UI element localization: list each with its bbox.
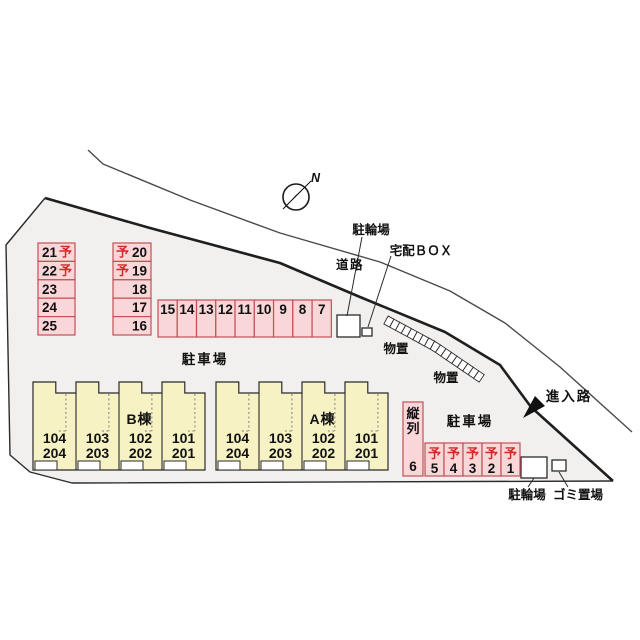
stall-number: 8 — [299, 302, 307, 317]
reserved-mark: 予 — [428, 446, 441, 461]
entrance-step — [77, 460, 101, 471]
north-compass: N — [282, 171, 321, 211]
parking-stall-7 — [311, 299, 332, 338]
label-parking-upper: 駐車場 — [182, 351, 229, 367]
reserved-mark: 予 — [59, 245, 72, 260]
entrance-step — [120, 460, 144, 471]
unit-number: 202 — [129, 445, 153, 461]
parking-stall-25 — [37, 316, 76, 336]
label-bicycle-top: 駐輪場 — [352, 222, 390, 237]
storage-cell — [473, 370, 485, 383]
stall-number: 5 — [431, 461, 439, 476]
label-parking-lower: 駐車場 — [447, 413, 494, 429]
reserved-mark: 予 — [447, 446, 460, 461]
stall-number: 10 — [256, 302, 271, 317]
reserved-mark: 予 — [116, 245, 129, 260]
unit-number: 102 — [129, 430, 153, 446]
unit-number: 101 — [355, 430, 379, 446]
building-name-label: A棟 — [309, 411, 335, 427]
stall-number: 3 — [469, 461, 477, 476]
stall-number: 13 — [199, 302, 215, 317]
unit-number: 202 — [312, 445, 336, 461]
entrance-step — [303, 460, 327, 471]
reserved-mark: 予 — [59, 263, 72, 278]
garbage-box — [551, 459, 567, 472]
tandem-label-char: 縦 — [406, 406, 420, 421]
unit-number: 204 — [43, 445, 67, 461]
stall-number: 12 — [218, 302, 233, 317]
tandem-label-char: 列 — [406, 421, 419, 436]
unit-number: 104 — [226, 430, 250, 446]
unit-number: 201 — [355, 445, 379, 461]
label-garbage: ゴミ置場 — [553, 487, 604, 502]
north-label: N — [311, 171, 321, 185]
stall-number: 1 — [507, 461, 515, 476]
label-delivery-box: 宅配ＢＯＸ — [390, 243, 453, 258]
stall-number: 9 — [279, 302, 287, 317]
unit-number: 101 — [172, 430, 196, 446]
reserved-mark: 予 — [485, 446, 498, 461]
stall-number: 11 — [238, 302, 253, 317]
stall-number: 2 — [488, 461, 496, 476]
label-bicycle-bottom: 駐輪場 — [508, 487, 546, 502]
delivery-box — [361, 327, 373, 337]
entrance-step — [346, 460, 370, 471]
entrance-step — [217, 460, 241, 471]
label-storage-1: 物置 — [383, 341, 409, 356]
compass-circle — [282, 183, 310, 211]
unit-number: 102 — [312, 430, 336, 446]
reserved-mark: 予 — [116, 263, 129, 278]
stall-number: 24 — [42, 300, 58, 315]
label-approach-road: 進入路 — [546, 388, 593, 404]
leader-delivery — [367, 255, 392, 328]
storage-strip — [383, 315, 485, 383]
parking-stall-tandem-6 — [402, 401, 424, 477]
entrance-step — [34, 460, 58, 471]
label-storage-2: 物置 — [433, 370, 459, 385]
stall-number: 25 — [42, 319, 58, 334]
label-road: 道路 — [336, 257, 364, 272]
unit-number: 203 — [269, 445, 293, 461]
entrance-step — [163, 460, 187, 471]
approach-arrow-icon — [523, 396, 545, 418]
reserved-mark: 予 — [504, 446, 517, 461]
stall-number: 17 — [132, 300, 147, 315]
leader-garbage — [558, 471, 569, 488]
unit-number: 103 — [86, 430, 110, 446]
unit-number: 201 — [172, 445, 196, 461]
unit-number: 204 — [226, 445, 250, 461]
leader-bicycle-top — [346, 236, 363, 317]
unit-number: 203 — [86, 445, 110, 461]
unit-number: 104 — [43, 430, 67, 446]
stall-number: 4 — [450, 461, 458, 476]
stall-number: 16 — [132, 319, 148, 334]
road-line — [87, 149, 633, 433]
boundary-line — [44, 196, 614, 482]
building-name-label: B棟 — [126, 411, 152, 427]
stall-number: 19 — [132, 263, 147, 278]
site-outline — [5, 197, 614, 484]
stall-number: 7 — [318, 302, 326, 317]
reserved-mark: 予 — [466, 446, 479, 461]
stall-number: 23 — [42, 282, 58, 297]
bike-shed-top — [336, 314, 361, 338]
stall-number: 21 — [42, 245, 58, 260]
stall-number: 6 — [409, 459, 417, 474]
stall-number: 14 — [179, 302, 195, 317]
leader-bicycle-bottom — [527, 477, 535, 488]
stall-number: 15 — [160, 302, 176, 317]
parking-stall-1 — [500, 442, 521, 477]
buildings: 104204103203102202101201B棟10420410320310… — [32, 381, 389, 471]
parking-stall-16 — [112, 316, 152, 336]
entrance-step — [260, 460, 284, 471]
stall-number: 18 — [132, 282, 148, 297]
stall-number: 22 — [42, 263, 57, 278]
compass-needle-edge — [282, 180, 312, 210]
unit-number: 103 — [269, 430, 293, 446]
bike-shed-bottom — [520, 456, 548, 479]
stall-number: 20 — [132, 245, 147, 260]
